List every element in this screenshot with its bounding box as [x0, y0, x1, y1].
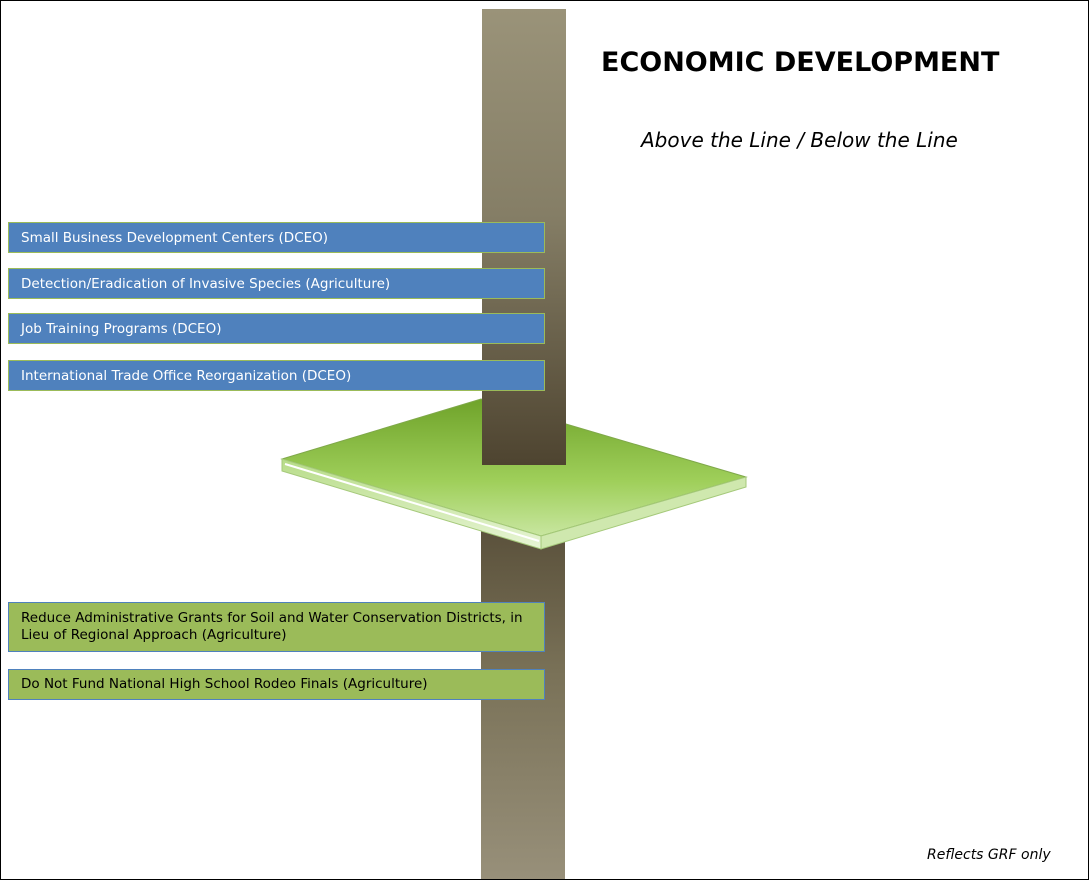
above-line-item: Job Training Programs (DCEO) — [8, 313, 545, 344]
footnote: Reflects GRF only — [927, 847, 1051, 863]
above-line-item: International Trade Office Reorganizatio… — [8, 360, 545, 391]
above-line-item: Detection/Eradication of Invasive Specie… — [8, 268, 545, 299]
below-line-item: Reduce Administrative Grants for Soil an… — [8, 602, 545, 652]
page-subtitle: Above the Line / Below the Line — [641, 128, 958, 152]
platform-edge-right — [540, 476, 747, 550]
page-title: ECONOMIC DEVELOPMENT — [601, 47, 1000, 78]
below-line-item: Do Not Fund National High School Rodeo F… — [8, 669, 545, 700]
above-line-item: Small Business Development Centers (DCEO… — [8, 222, 545, 253]
